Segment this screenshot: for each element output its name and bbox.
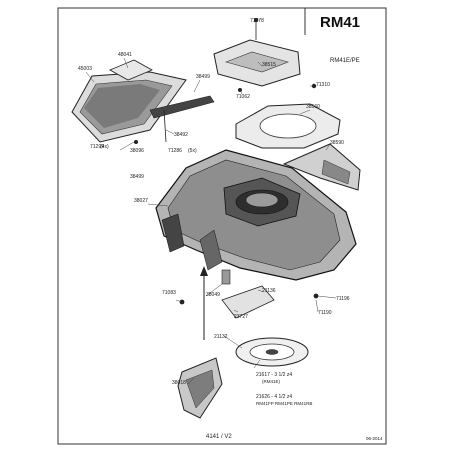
callout-38018: 38018 — [172, 380, 186, 386]
callout-48041: 48041 — [118, 52, 132, 58]
callout-38499: 38499 — [196, 74, 210, 80]
rear-flap — [177, 357, 223, 419]
callout-21136: 21136 — [262, 288, 276, 294]
sheet-border — [57, 7, 387, 445]
callout-21617-models: (RM41E) — [262, 379, 281, 384]
mower-deck — [155, 149, 357, 281]
callout-23727: 23727 — [234, 314, 248, 320]
callout-45003: 45003 — [78, 66, 92, 72]
variant-label: RM41E/PE — [330, 58, 360, 64]
grass-cover-assembly — [71, 59, 215, 143]
leader-lines — [85, 19, 337, 385]
top-plate — [213, 18, 301, 87]
callout-38560: 38560 — [306, 104, 320, 110]
deflector-plate — [221, 269, 275, 319]
callout-38096: 38096 — [130, 148, 144, 154]
model-title: RM41 — [320, 14, 360, 31]
callout-38049: 38049 — [206, 292, 220, 298]
callout-21626: 21626 - 4 1/2 z4 — [256, 394, 292, 400]
quantity-tag: (4x) — [100, 144, 109, 150]
callout-71286: 71286 — [168, 148, 182, 154]
screw-icon — [134, 140, 138, 144]
callout-71083: 71083 — [162, 290, 176, 296]
callout-38499b: 38499 — [130, 174, 144, 180]
callout-21617: 21617 - 3 1/2 z4 — [256, 372, 292, 378]
callout-38492: 38492 — [174, 132, 188, 138]
callout-71196: 71196 — [336, 296, 350, 302]
quantity-tag: (5x) — [188, 148, 197, 154]
callout-21626-models: RM41FP RM41PE RM41RB — [256, 401, 312, 406]
callout-38515: 38515 — [262, 62, 276, 68]
assembly-arrow — [200, 266, 208, 340]
callout-21132: 21132 — [214, 334, 228, 340]
screw-icon — [313, 293, 319, 299]
callout-38590: 38590 — [330, 140, 344, 146]
side-chute — [282, 143, 361, 191]
footer-code: 4141 / V2 — [206, 434, 232, 440]
callout-71190: 71190 — [318, 310, 332, 316]
deck-gasket — [235, 103, 341, 149]
callout-71278: 71278 — [250, 18, 264, 24]
blade-disc — [235, 337, 309, 367]
callout-71299: 71299 — [90, 144, 104, 150]
callout-71310: 71310 — [316, 82, 330, 88]
footer-date: 06-2014 — [366, 436, 383, 441]
callout-71062: 71062 — [236, 94, 250, 100]
callout-38027: 38027 — [134, 198, 148, 204]
